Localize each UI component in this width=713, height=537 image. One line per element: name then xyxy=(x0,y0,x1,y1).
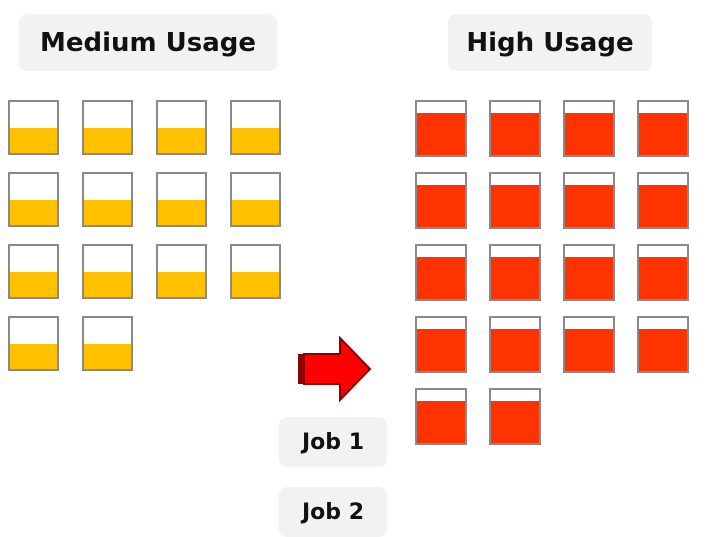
medium-usage-cup xyxy=(8,316,59,371)
high-usage-fill xyxy=(639,256,687,299)
high-usage-cup xyxy=(415,172,467,229)
high-usage-cup xyxy=(489,100,541,157)
high-usage-fill xyxy=(565,256,613,299)
medium-usage-fill xyxy=(232,127,279,153)
medium-usage-fill xyxy=(84,271,131,297)
medium-usage-fill xyxy=(158,127,205,153)
high-usage-fill xyxy=(565,328,613,371)
medium-usage-fill xyxy=(10,199,57,225)
medium-usage-cup xyxy=(230,244,281,299)
medium-usage-fill xyxy=(84,343,131,369)
medium-usage-cup xyxy=(8,244,59,299)
high-usage-fill xyxy=(639,184,687,227)
medium-usage-cup xyxy=(82,100,133,155)
high-usage-cup xyxy=(563,172,615,229)
high-usage-cup xyxy=(415,100,467,157)
medium-usage-cup xyxy=(82,172,133,227)
high-usage-cup xyxy=(637,316,689,373)
high-usage-fill xyxy=(565,112,613,155)
high-usage-cup xyxy=(415,388,467,445)
medium-usage-fill xyxy=(232,199,279,225)
medium-usage-cup xyxy=(230,172,281,227)
high-usage-cup xyxy=(637,172,689,229)
medium-usage-cup xyxy=(82,316,133,371)
high-usage-fill xyxy=(491,256,539,299)
high-usage-fill xyxy=(417,400,465,443)
high-usage-fill xyxy=(417,112,465,155)
high-usage-cup xyxy=(489,316,541,373)
high-usage-cup xyxy=(489,388,541,445)
medium-usage-cup xyxy=(156,244,207,299)
job-1-label: Job 1 xyxy=(279,417,387,467)
medium-usage-cup xyxy=(8,100,59,155)
medium-usage-cup xyxy=(156,100,207,155)
high-usage-fill xyxy=(491,112,539,155)
medium-usage-fill xyxy=(232,271,279,297)
medium-usage-cup xyxy=(230,100,281,155)
high-usage-cup xyxy=(563,244,615,301)
high-usage-cup xyxy=(563,100,615,157)
medium-usage-label: Medium Usage xyxy=(19,14,277,71)
high-usage-fill xyxy=(491,328,539,371)
high-usage-cup xyxy=(489,172,541,229)
high-usage-fill xyxy=(491,400,539,443)
high-usage-label: High Usage xyxy=(448,14,652,71)
medium-usage-fill xyxy=(10,127,57,153)
medium-usage-fill xyxy=(158,271,205,297)
high-usage-fill xyxy=(639,112,687,155)
medium-usage-fill xyxy=(10,343,57,369)
high-usage-fill xyxy=(565,184,613,227)
high-usage-fill xyxy=(639,328,687,371)
high-usage-fill xyxy=(491,184,539,227)
high-usage-cup xyxy=(415,316,467,373)
medium-usage-fill xyxy=(84,199,131,225)
medium-usage-fill xyxy=(158,199,205,225)
high-usage-cup xyxy=(637,244,689,301)
high-usage-fill xyxy=(417,184,465,227)
high-usage-cup xyxy=(563,316,615,373)
medium-usage-cup xyxy=(156,172,207,227)
high-usage-cup xyxy=(415,244,467,301)
high-usage-cup xyxy=(489,244,541,301)
medium-usage-cup xyxy=(8,172,59,227)
medium-usage-fill xyxy=(10,271,57,297)
high-usage-fill xyxy=(417,328,465,371)
job-2-label: Job 2 xyxy=(279,487,387,537)
medium-usage-fill xyxy=(84,127,131,153)
high-usage-cup xyxy=(637,100,689,157)
high-usage-fill xyxy=(417,256,465,299)
medium-usage-cup xyxy=(82,244,133,299)
right-arrow-icon xyxy=(298,336,372,402)
